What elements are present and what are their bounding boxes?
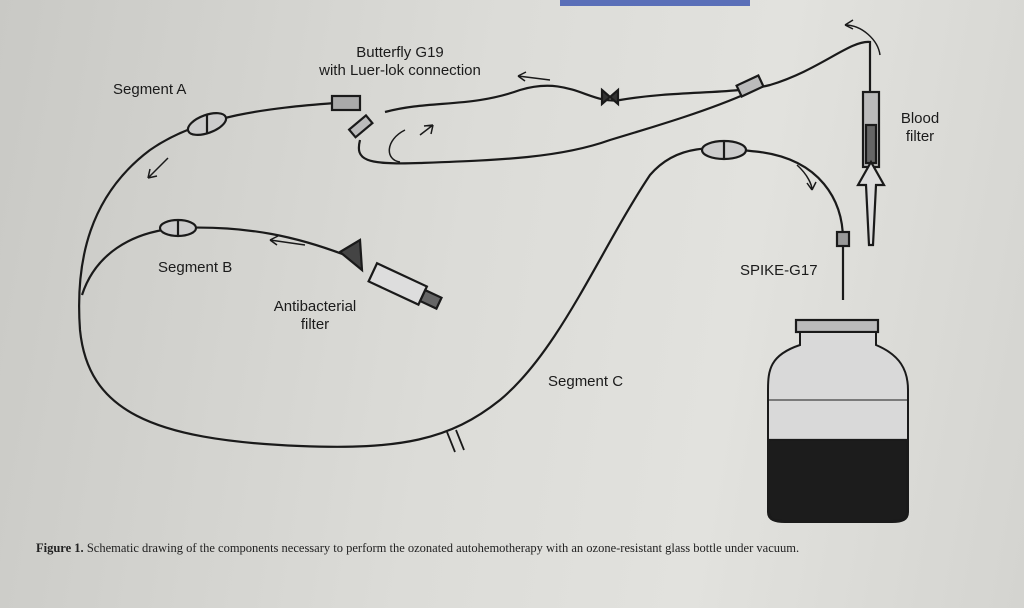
butterfly-label: Butterfly G19 with Luer-lok connection	[310, 44, 490, 80]
butterfly-label-line2: with Luer-lok connection	[319, 62, 481, 79]
tube-break-icon	[446, 429, 465, 453]
butterfly-needle-icon	[347, 113, 374, 139]
blood-level	[767, 438, 909, 523]
tube-butterfly-loop	[357, 90, 751, 165]
blood-filter-label: Blood filter	[885, 110, 955, 146]
luer-lok-connector-icon	[330, 94, 362, 112]
segment-a-label: Segment A	[113, 81, 187, 98]
blood-filter-label-line1: Blood	[900, 110, 940, 127]
flow-arrows-icon	[147, 19, 881, 246]
clamp-segment-a-icon	[186, 112, 228, 136]
clamp-segment-b-icon	[158, 218, 198, 238]
syringe-icon	[367, 261, 443, 311]
tube-butterfly	[384, 40, 872, 114]
antibacterial-filter-label: Antibacterial filter	[255, 298, 375, 334]
antibacterial-label-line1: Antibacterial	[273, 298, 357, 315]
blue-strip	[560, 0, 750, 6]
butterfly-label-line1: Butterfly G19	[356, 44, 444, 61]
caption-text: Schematic drawing of the components nece…	[83, 541, 800, 555]
segment-b-label: Segment B	[158, 259, 233, 276]
antibacterial-label-line2: filter	[300, 316, 330, 333]
blood-filter-label-line2: filter	[905, 128, 935, 145]
spike-connector-icon	[835, 230, 851, 248]
spike-label: SPIKE-G17	[740, 262, 818, 279]
connector-icon	[735, 74, 765, 98]
antibacterial-filter-icon	[338, 238, 364, 273]
butterfly-valve-icon	[600, 87, 620, 107]
segment-c-label: Segment C	[548, 373, 624, 390]
figure-caption: Figure 1. Schematic drawing of the compo…	[36, 541, 799, 556]
blood-filter-spike-icon	[856, 159, 886, 247]
glass-bottle-icon	[767, 318, 909, 523]
caption-prefix: Figure 1.	[36, 541, 84, 555]
clamp-segment-c-icon	[700, 139, 748, 161]
